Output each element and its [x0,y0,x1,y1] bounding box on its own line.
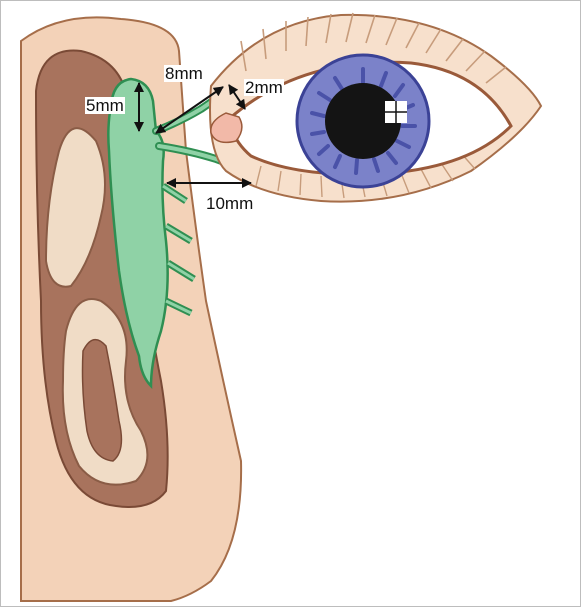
label-2mm: 2mm [244,78,284,97]
duct-branch-1-fill [162,184,187,203]
duct-branch-3-fill [167,261,195,281]
upper-eyelashes [240,12,507,84]
upper-turbinate [44,127,106,288]
lacrimal-sac-and-duct [107,77,169,390]
inner-cavity [81,338,123,462]
duct-branch-4-fill [165,299,192,315]
arrow-2mm [228,84,246,110]
label-10mm: 10mm [205,194,255,213]
duct-branch-2-fill [165,224,192,243]
pupil [325,83,401,159]
arrow-8mm [155,86,224,134]
iris-rays [310,67,417,175]
label-5mm: 5mm [85,96,125,115]
label-8mm: 8mm [164,64,204,83]
